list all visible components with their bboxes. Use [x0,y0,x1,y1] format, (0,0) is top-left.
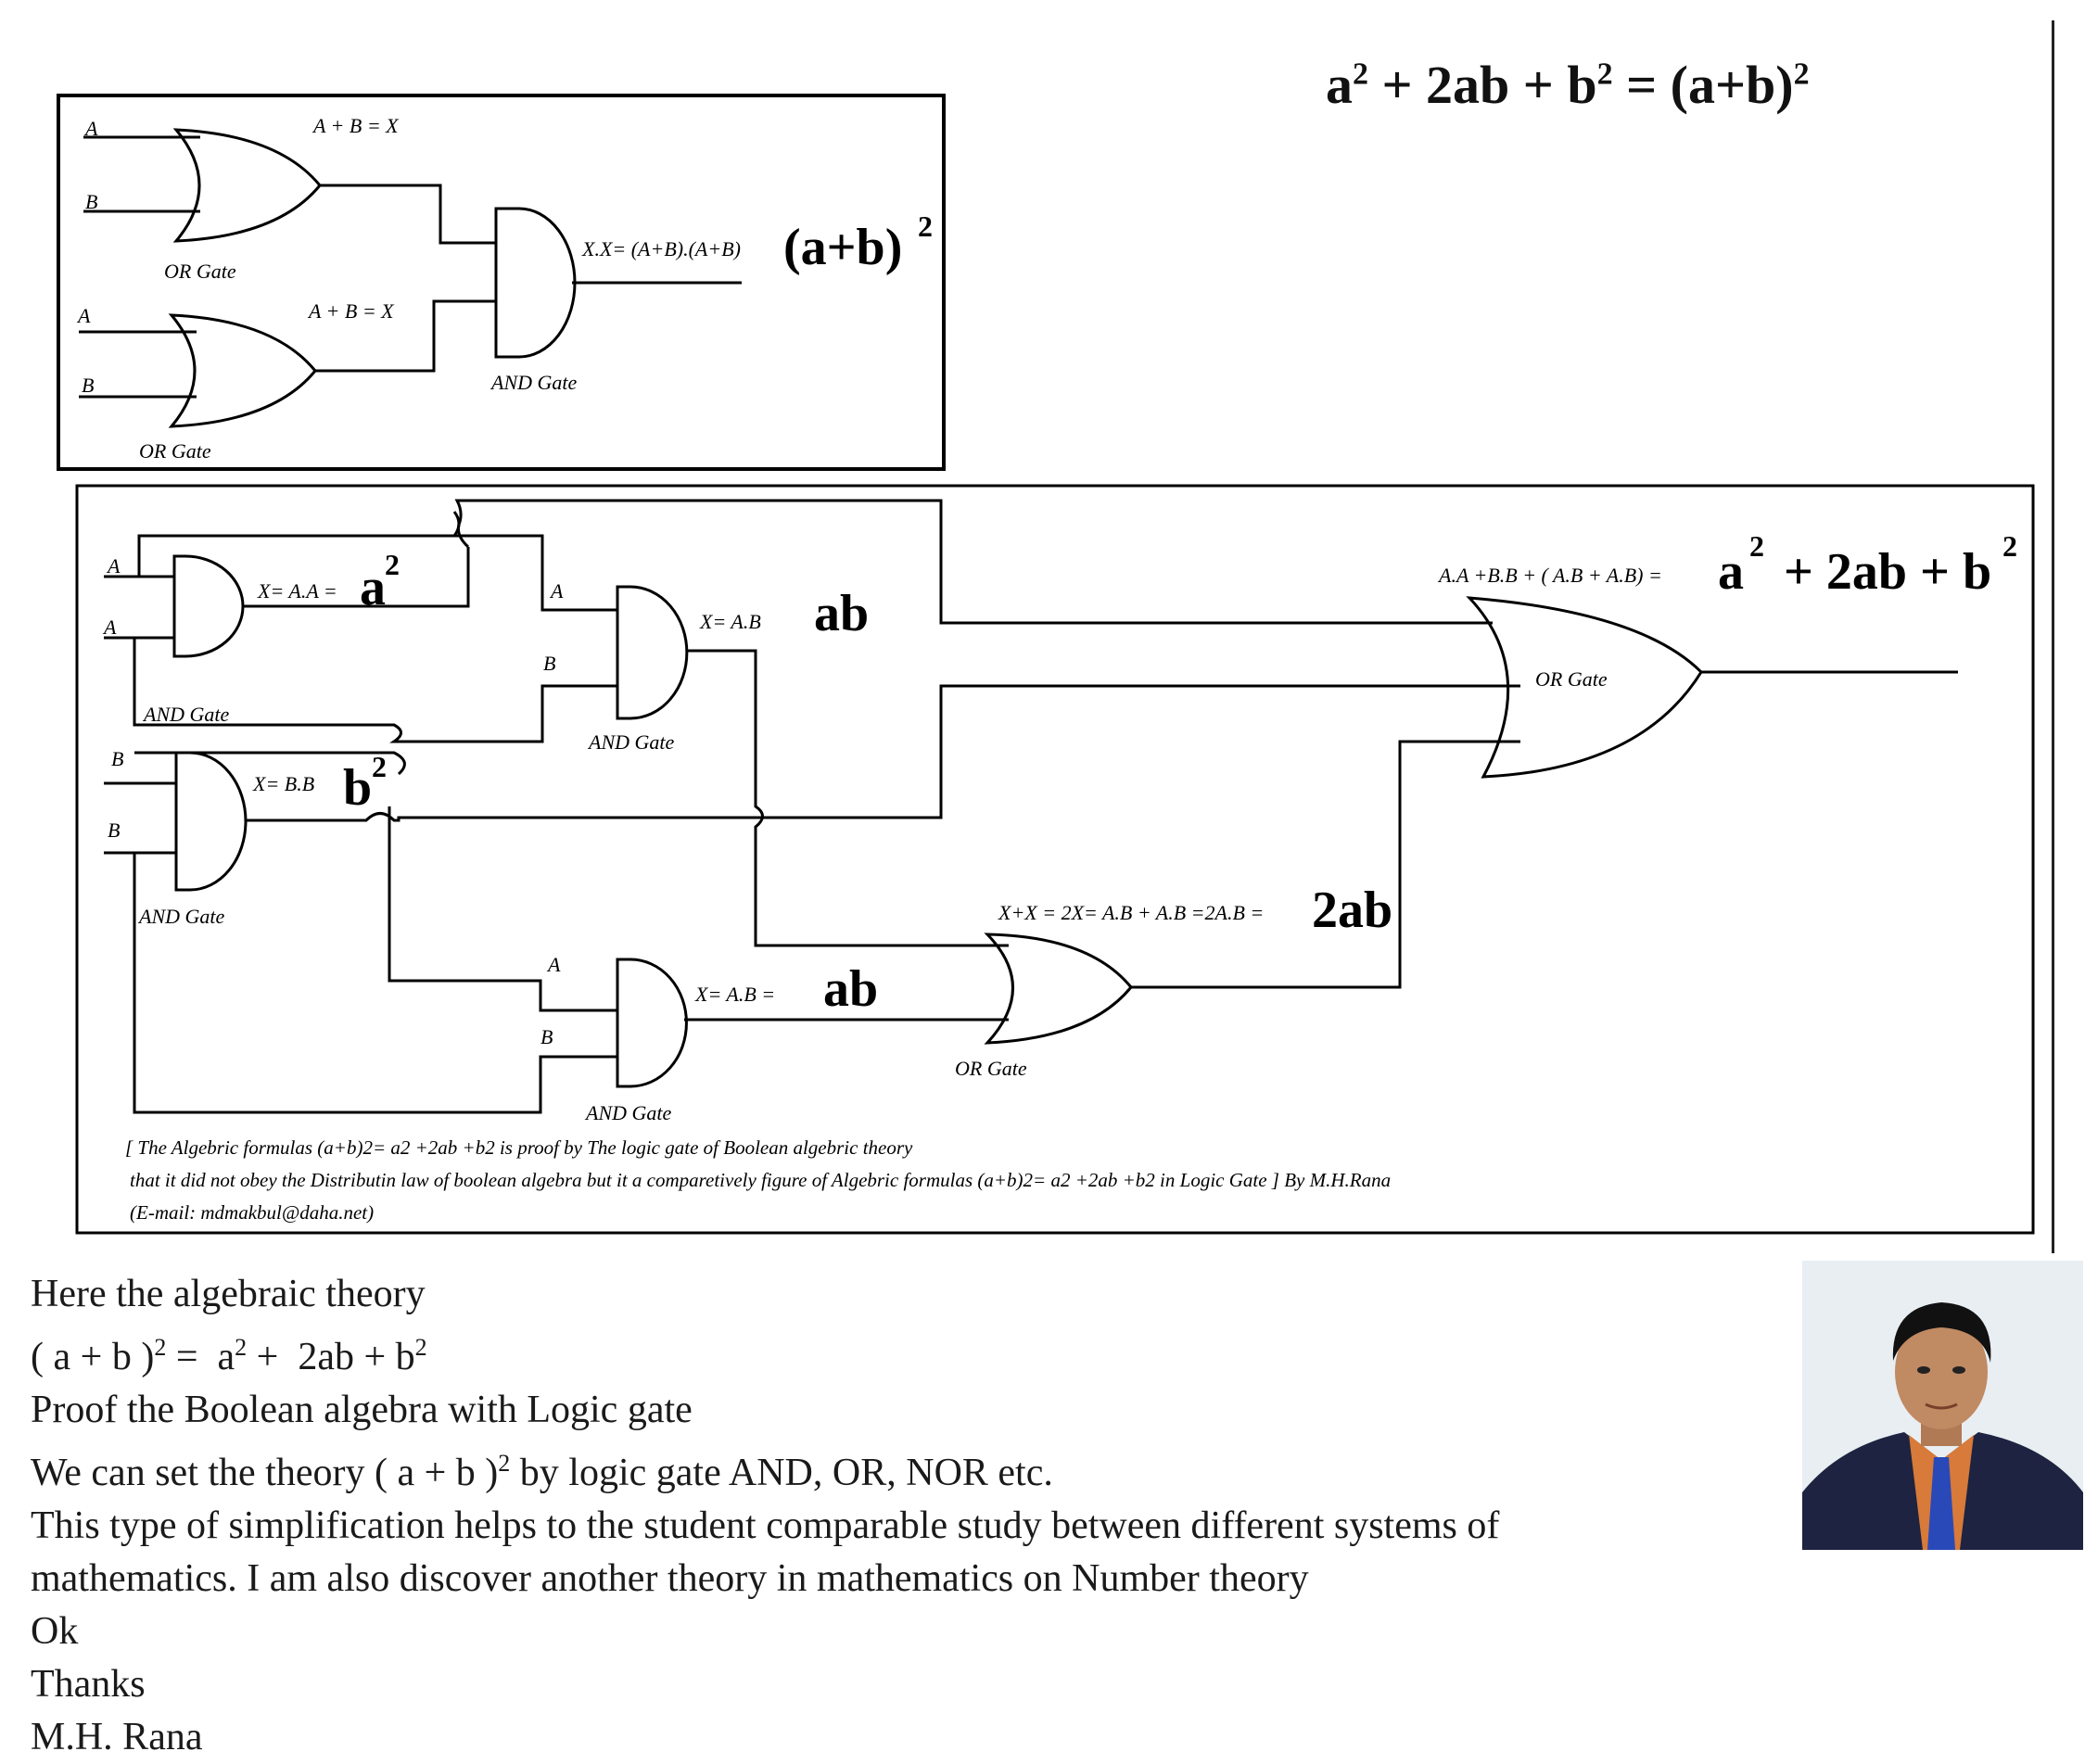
and-gate-ab-2 [616,958,688,1088]
note-line-2: that it did not obey the Distributin law… [130,1169,1391,1191]
top-or-2-inputs [79,330,197,399]
person-portrait-icon [1802,1261,2083,1550]
body-line-1: Here the algebraic theory [31,1273,426,1315]
and-bb-expr: X= B.B [252,772,314,795]
body-line-5: This type of simplification helps to the… [31,1504,1500,1547]
body-line-2: ( a + b )2 = a2 + 2ab + b2 [31,1334,427,1378]
and-ab-1-label: AND Gate [587,730,675,754]
source-b-bus [134,751,406,776]
and-ab-2-input-b [133,853,617,1114]
and-ab-2-label: AND Gate [584,1101,672,1124]
right-border-line [2052,20,2054,1253]
or-final-result-sup2: 2 [2002,529,2017,563]
body-line-6: mathematics. I am also discover another … [31,1557,1309,1600]
top-and-label: AND Gate [489,371,578,394]
pin-a-1: A [106,554,121,577]
body-line-9: M.H. Rana [31,1716,203,1758]
header-equation: a2 + 2ab + b2 = (a+b)2 [1326,55,1810,115]
pin-b-2: B [108,819,120,842]
and-aa-result: a [360,559,386,616]
and-bb-result-sup: 2 [372,750,387,783]
and-ab-2-result: ab [823,960,878,1018]
top-or-2-output-wire [315,299,496,373]
or-2ab-result: 2ab [1312,882,1392,939]
and-ab-1-expr: X= A.B [699,610,761,633]
top-or-1-label: OR Gate [164,260,236,283]
and-gate-bb [174,751,248,892]
pin-a-2: A [102,615,117,639]
top-or-2-label: OR Gate [139,439,211,463]
top-pin-a2: A [76,304,91,327]
top-circuit-frame [57,94,946,471]
and-bb-result: b [343,759,372,817]
and-gate-ab-1 [616,585,689,720]
body-line-3: Proof the Boolean algebra with Logic gat… [31,1389,693,1431]
and-ab-1-result: ab [814,585,869,642]
top-pin-b1: B [85,190,97,213]
top-or-gate-1 [172,128,322,243]
and-bb-output-wire [246,684,1520,822]
pin-ab1-a: A [549,579,564,603]
or-final-label: OR Gate [1535,667,1608,691]
and-ab-input-a [454,534,617,612]
top-and-expr: X.X= (A+B).(A+B) [581,237,741,260]
and-ab-2-input-a [388,806,617,1012]
note-line-1: [ The Algebric formulas (a+b)2= a2 +2ab … [125,1136,913,1159]
or-2ab-expr: X+X = 2X= A.B + A.B =2A.B = [998,901,1264,924]
and-bb-label: AND Gate [137,905,225,928]
and-aa-expr: X= A.A = [257,579,337,603]
bottom-circuit-frame [75,484,2035,1235]
source-a-bus [137,511,461,577]
and-bb-inputs [104,781,176,855]
pin-ab1-b: B [543,652,555,675]
top-pin-a1: A [83,117,98,140]
pin-b-1: B [111,747,123,770]
top-pin-b2: B [82,374,94,397]
pin-ab2-b: B [540,1025,553,1048]
and-ab-2-expr: X= A.B = [694,983,775,1006]
body-line-7: Ok [31,1610,79,1653]
or-final-result-sup1: 2 [1749,529,1764,563]
note-line-3: (E-mail: mdmakbul@daha.net) [130,1201,374,1224]
and-aa-result-sup: 2 [385,548,400,581]
top-and-gate [494,207,577,359]
top-and-result: (a+b) [783,219,902,276]
top-or-1-output-wire [320,184,496,245]
or-gate-final [1466,596,1703,779]
top-or-2-expr: A + B = X [307,299,395,323]
or-final-expr: A.A +B.B + ( A.B + A.B) = [1437,564,1662,587]
and-aa-label: AND Gate [142,703,230,726]
or-final-result-mid: + 2ab + b [1771,543,1991,601]
explanation-text: Here the algebraic theory ( a + b )2 = a… [31,1268,1499,1764]
and-ab-1-output-wire [686,649,1009,947]
top-or-1-inputs [83,135,200,213]
or-final-result-a: a [1718,543,1744,601]
body-line-4: We can set the theory ( a + b )2 by logi… [31,1450,1053,1494]
logic-gate-diagram: A B A + B = X OR Gate A B A + B = X OR G… [57,94,2035,1235]
top-and-result-sup: 2 [918,209,933,243]
or-2ab-output-wire [1131,740,1520,989]
body-line-8: Thanks [31,1663,146,1706]
and-ab-input-b [133,638,617,743]
top-or-gate-2 [168,313,317,428]
and-gate-aa [172,554,245,658]
top-or-1-expr: A + B = X [311,114,400,137]
pin-ab2-a: A [546,953,561,976]
or-2ab-label: OR Gate [955,1057,1027,1080]
or-gate-2ab [984,933,1133,1045]
